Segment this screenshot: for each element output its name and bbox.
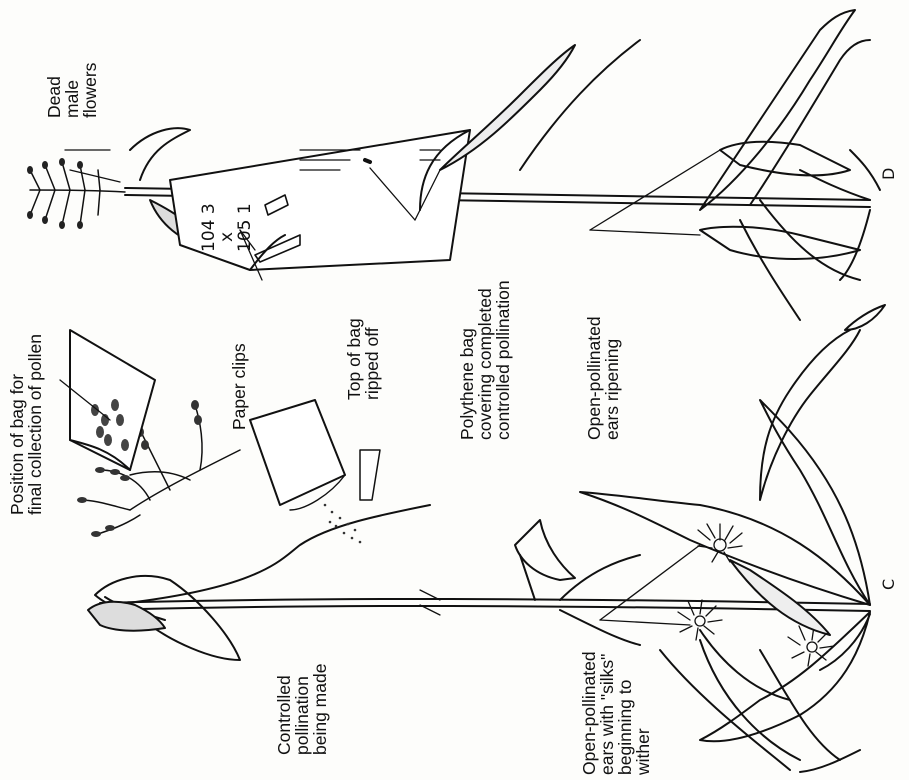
label-controlled-pollination-line-1: Controlled bbox=[275, 664, 293, 755]
label-dead-line-2: male bbox=[63, 63, 81, 118]
label-bag-position-line-1: Position of bag for bbox=[8, 334, 26, 515]
plant-d bbox=[27, 10, 880, 320]
dead-tassel bbox=[27, 158, 125, 229]
plant-c-bag bbox=[515, 520, 575, 580]
label-dead-line-1: Dead bbox=[45, 63, 63, 118]
label-silks-line-4: wither bbox=[634, 651, 652, 775]
label-bag-position: Position of bag for final collection of … bbox=[8, 334, 44, 515]
bag-writing-line-3: 105 1 bbox=[236, 203, 254, 252]
label-top-of-bag-line-1: Top of bag bbox=[345, 318, 363, 400]
label-polythene-line-3: controlled pollination bbox=[494, 280, 512, 440]
label-top-of-bag-line-2: ripped off bbox=[363, 318, 381, 400]
silks-cluster-1 bbox=[698, 524, 742, 562]
label-plant-d-text: D bbox=[880, 168, 898, 180]
plant-c-stalk bbox=[100, 599, 870, 604]
label-plant-c: C bbox=[880, 579, 898, 590]
plant-c-leaf-tip bbox=[88, 602, 165, 631]
label-silks-line-1: Open-pollinated bbox=[580, 651, 598, 775]
label-ripening-line-1: Open-pollinated bbox=[585, 316, 603, 440]
bag-writing-line-2: x bbox=[218, 203, 236, 252]
collection-bag bbox=[70, 330, 155, 470]
silks-cluster-2 bbox=[678, 600, 722, 640]
pollen-stipple bbox=[324, 504, 362, 544]
label-bag-position-line-2: final collection of pollen bbox=[26, 334, 44, 515]
plant-c-tassel-stem bbox=[100, 505, 430, 606]
ripening-ear-2 bbox=[700, 227, 860, 259]
label-plant-d: D bbox=[880, 168, 898, 180]
bag-writing-line-1: 104 3 bbox=[200, 203, 218, 252]
label-polythene-bag: Polythene bag covering completed control… bbox=[458, 280, 512, 440]
label-silks-line-2: ears with "silks" bbox=[598, 651, 616, 775]
label-controlled-pollination-line-3: being made bbox=[311, 664, 329, 755]
label-plant-c-text: C bbox=[880, 579, 898, 590]
label-paper-clips: Paper clips bbox=[230, 343, 248, 430]
label-paper-clips-text: Paper clips bbox=[230, 343, 248, 430]
ripped-bag-top bbox=[250, 400, 345, 505]
label-open-pollinated-silks: Open-pollinated ears with "silks" beginn… bbox=[580, 651, 652, 775]
bag-writing: 104 3 x 105 1 bbox=[200, 203, 254, 252]
label-silks-line-3: beginning to bbox=[616, 651, 634, 775]
label-dead-male-flowers: Dead male flowers bbox=[45, 63, 99, 118]
label-polythene-line-1: Polythene bag bbox=[458, 280, 476, 440]
label-controlled-pollination-line-2: pollination bbox=[293, 664, 311, 755]
label-dead-line-3: flowers bbox=[81, 63, 99, 118]
label-controlled-pollination: Controlled pollination being made bbox=[275, 664, 329, 755]
label-open-pollinated-ripening: Open-pollinated ears ripening bbox=[585, 316, 621, 440]
ripening-ear-1 bbox=[720, 142, 850, 176]
label-top-of-bag: Top of bag ripped off bbox=[345, 318, 381, 400]
label-ripening-line-2: ears ripening bbox=[603, 316, 621, 440]
label-polythene-line-2: covering completed bbox=[476, 280, 494, 440]
